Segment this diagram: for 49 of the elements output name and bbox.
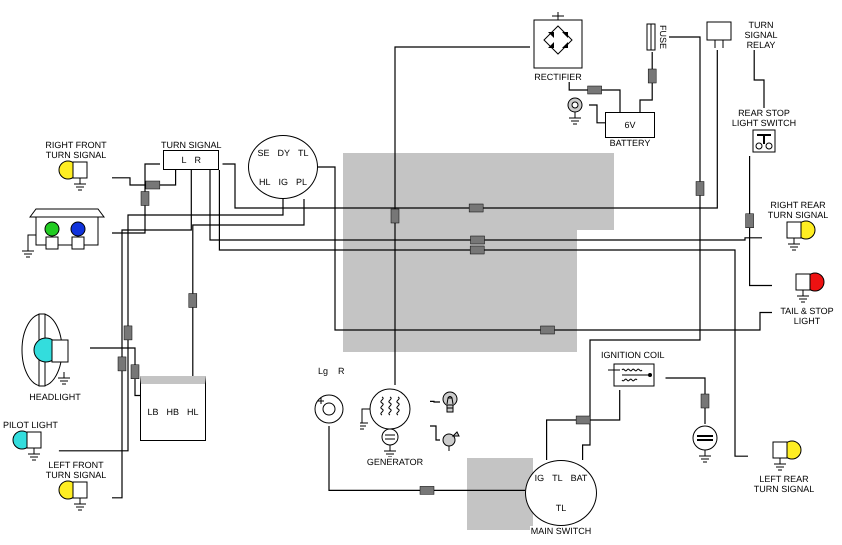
wire [112,170,176,186]
wire [589,104,605,124]
wire-color-label: R [338,366,344,376]
wire [222,50,718,209]
terminal-label: IG [534,473,546,483]
component-label: BATTERY [608,138,652,148]
terminal-label: PL [295,176,308,186]
wire [749,156,772,286]
wire [430,400,440,403]
wire [394,46,530,385]
wire [90,347,140,396]
wire [754,50,765,108]
component-label: IGNITION COIL [600,350,666,360]
terminal-label: L [180,155,188,165]
terminal-label: HB [165,407,180,417]
wire [666,377,706,424]
terminal-label: SE [256,148,270,158]
component-label: FUSE [657,24,669,49]
terminal-label: BAT [570,473,588,483]
wire-color-label: Lg [318,366,328,376]
terminal-label: IG [277,176,289,186]
component-label: TURN SIGNAL [160,140,223,150]
terminal-label: TL [554,503,568,513]
terminal-label: HL [258,176,272,186]
component-label: PILOT LIGHT [2,420,59,430]
wire [328,426,525,491]
wire [209,170,762,241]
wire [568,82,621,112]
component-label: RECTIFIER [533,72,583,82]
wire [192,199,305,376]
wire [318,166,772,331]
terminal-label: 6V [623,120,636,130]
component-label: GENERATOR [366,457,424,467]
component-label: HEADLIGHT [28,392,82,402]
wire [112,170,192,498]
wire [112,163,160,234]
component-label: MAIN SWITCH [530,526,592,536]
wire [546,390,620,460]
wire [582,36,701,460]
terminal-label: TL [297,148,310,158]
terminal-label: R [194,155,202,165]
wire [58,199,284,452]
wire [218,170,748,457]
terminal-label: DY [276,148,291,158]
terminal-label: LB [146,407,160,417]
terminal-label: TL [551,473,564,483]
wire [639,52,653,112]
wire [430,425,440,441]
terminal-label: HL [186,407,200,417]
